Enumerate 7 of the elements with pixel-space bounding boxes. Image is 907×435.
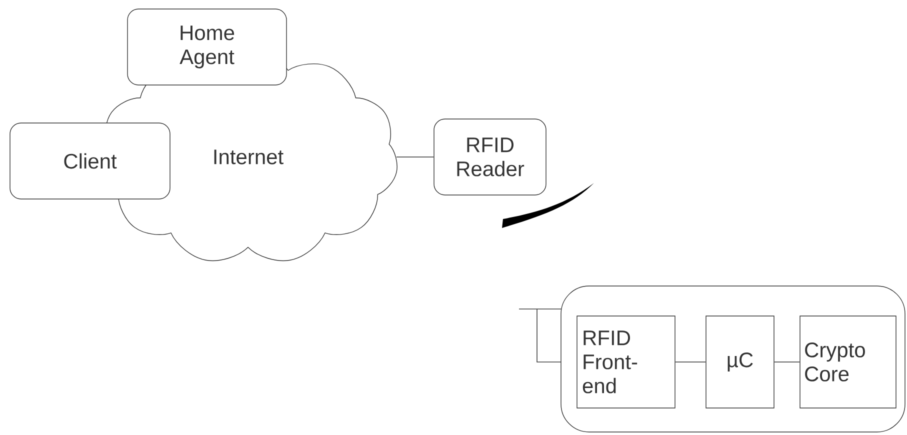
connector-line	[396, 156, 434, 158]
node-box: RFID Reader	[434, 118, 546, 196]
node-box: Home Agent	[127, 8, 287, 86]
node-box: Client	[10, 122, 170, 200]
block-box: µC	[706, 316, 774, 408]
block-box: Crypto Core	[800, 316, 896, 408]
block-box: RFID Front-end	[576, 316, 676, 408]
